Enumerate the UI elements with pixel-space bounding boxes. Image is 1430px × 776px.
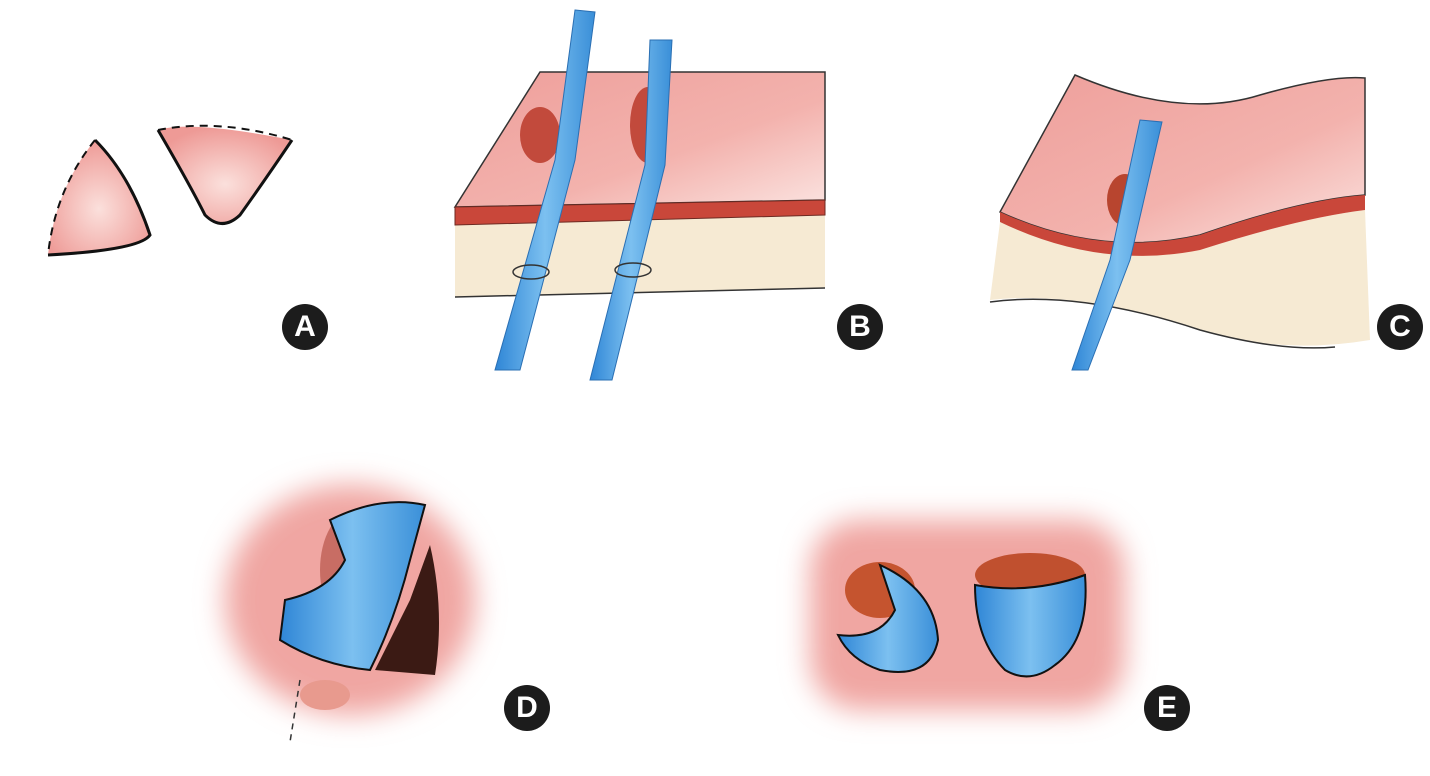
tissue-wedge-right [158, 126, 292, 223]
panel-b-drawing [453, 9, 826, 381]
panel-e-drawing [810, 520, 1125, 710]
blue-flap [278, 501, 427, 672]
panel-a-drawing [47, 124, 294, 257]
tube-right [589, 39, 673, 381]
panel-label-b: B [837, 304, 883, 350]
incision-left [520, 107, 560, 163]
panel-label-e: E [1144, 685, 1190, 731]
panel-label-c: C [1377, 304, 1423, 350]
blue-cup-left [836, 563, 940, 673]
small-nodule [300, 680, 350, 710]
dermis-edge [1000, 195, 1365, 256]
panel-c-drawing [989, 74, 1370, 371]
panel-d-drawing [225, 485, 475, 743]
tissue-wedge-left [48, 140, 150, 255]
subcutaneous-layer [990, 210, 1370, 346]
tube [1071, 119, 1163, 371]
dark-wound [375, 545, 439, 675]
blue-cup-right [973, 573, 1087, 678]
panel-label-d: D [504, 685, 550, 731]
tube-left [494, 9, 596, 371]
panel-label-a: A [282, 304, 328, 350]
